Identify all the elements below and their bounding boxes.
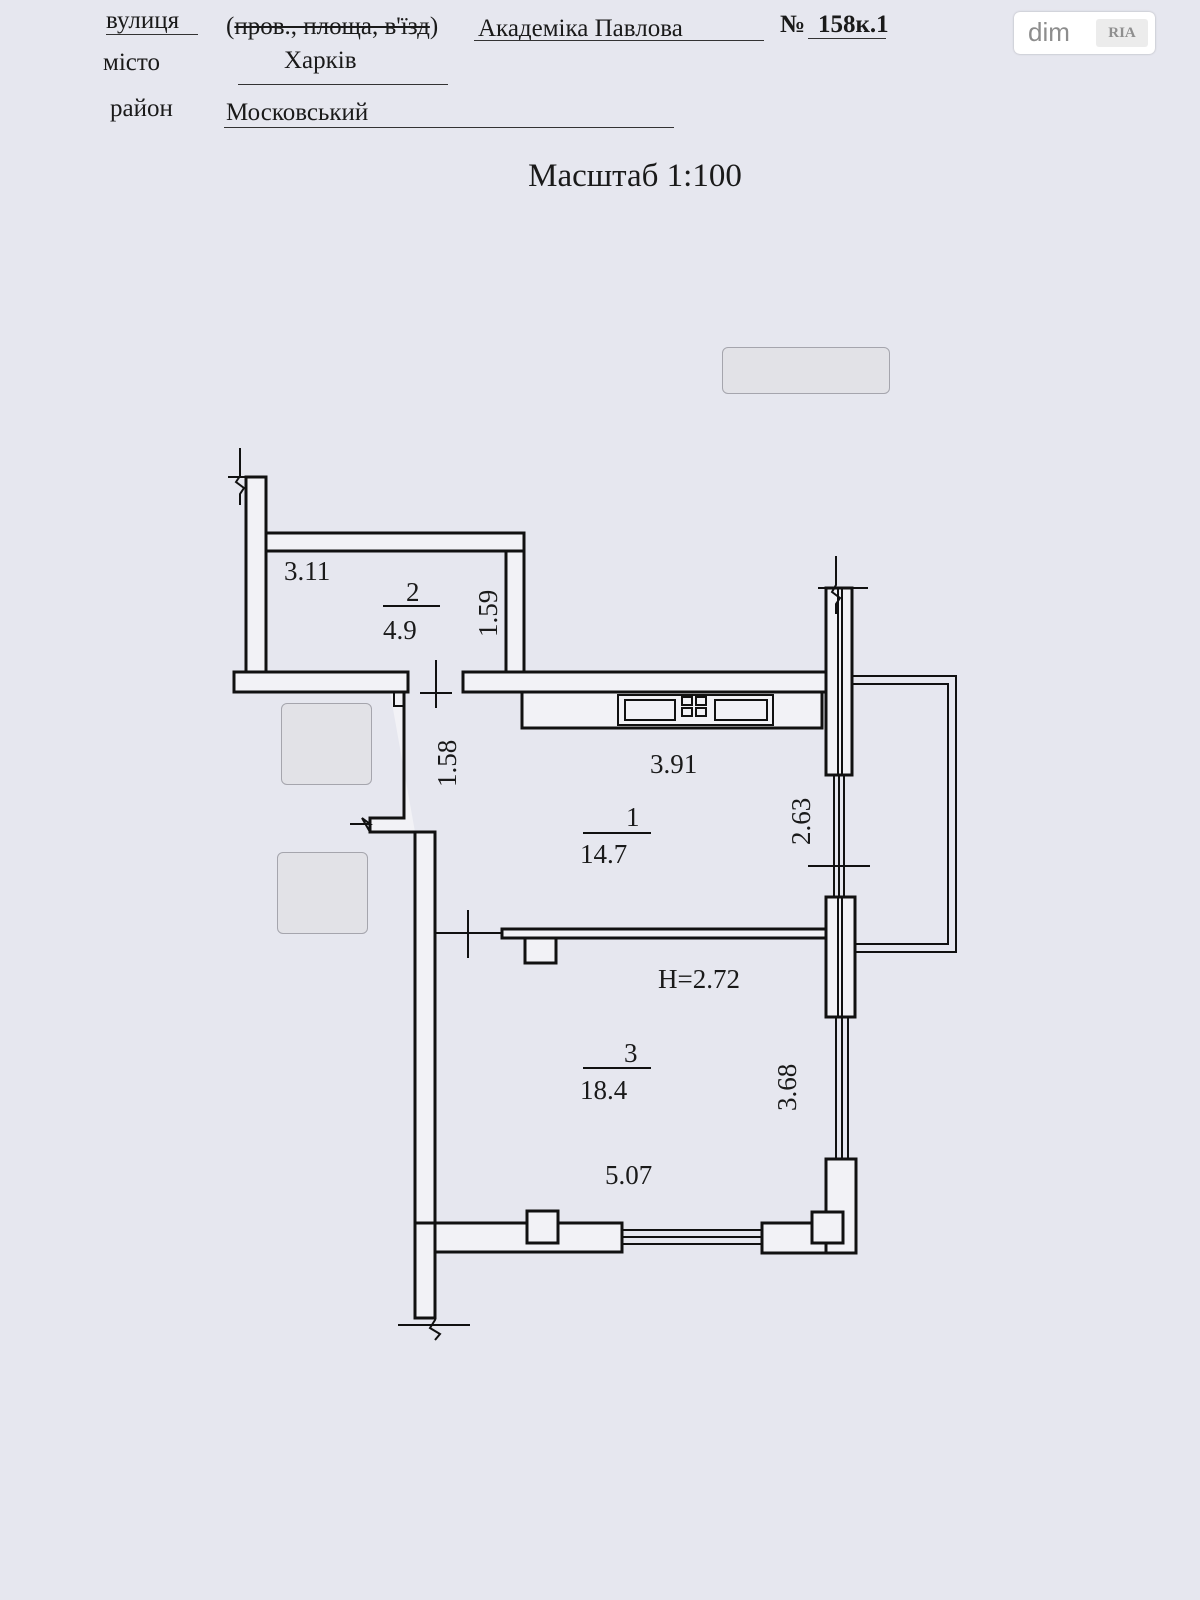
column-bottom-right	[810, 1210, 845, 1245]
room2-number: 2	[406, 577, 420, 607]
break-mark	[398, 1300, 470, 1341]
watermark-ria-logo: RIA	[1096, 19, 1148, 47]
number-value: 158к.1	[818, 11, 889, 38]
kitchen-counter	[520, 690, 824, 730]
wall-middle-horizontal	[461, 670, 828, 694]
stove-burner-left	[624, 699, 676, 721]
balcony-inner	[852, 683, 949, 945]
room3-number: 3	[624, 1038, 638, 1068]
room3-area: 18.4	[580, 1075, 628, 1105]
stove-knob	[695, 707, 707, 717]
wall-room2-left	[244, 475, 268, 677]
wall-room2-right	[504, 549, 526, 674]
room2-width: 3.11	[284, 556, 330, 586]
stove	[617, 694, 774, 726]
watermark-dim-text: dim	[1028, 17, 1070, 47]
stove-knob	[681, 696, 693, 706]
room1-depth: 2.63	[786, 798, 816, 845]
corridor-width: 1.58	[432, 740, 462, 787]
walls	[232, 475, 858, 1320]
wall-room2-top	[264, 531, 526, 553]
room2-area: 4.9	[383, 615, 417, 645]
street-alt-suffix: )	[429, 13, 439, 40]
column-partition	[523, 936, 558, 965]
room1-width: 3.91	[650, 749, 697, 779]
district-value: Московський	[226, 99, 369, 126]
city-value: Харків	[284, 47, 357, 74]
wall-left-stub	[232, 670, 410, 694]
city-label: місто	[103, 49, 160, 76]
stove-knob	[681, 707, 693, 717]
plan-lines	[228, 448, 957, 1341]
street-value: Академіка Павлова	[478, 15, 683, 42]
street-alt-prefix: (	[226, 13, 235, 40]
scale-title: Масштаб 1:100	[528, 158, 742, 194]
number-label: №	[780, 11, 806, 38]
door-jamb	[393, 691, 405, 707]
break-mark	[818, 556, 868, 614]
room3-width: 5.07	[605, 1160, 652, 1190]
district-label: район	[110, 95, 173, 122]
wall-right-middle	[824, 895, 857, 1019]
column-bottom-left	[525, 1209, 560, 1245]
street-label-underline	[106, 34, 198, 35]
dim-ria-watermark: dim RIA	[1014, 12, 1155, 54]
room3-depth: 3.68	[772, 1064, 802, 1111]
ceiling-height: H=2.72	[658, 964, 740, 994]
break-mark	[228, 448, 246, 505]
stove-knob	[695, 696, 707, 706]
wall-partition	[500, 927, 828, 940]
room1-number: 1	[626, 802, 640, 832]
street-label: вулиця	[106, 7, 180, 34]
redacted-box	[281, 703, 372, 785]
city-underline	[238, 84, 448, 85]
street-underline	[474, 40, 764, 41]
room2-depth: 1.59	[473, 590, 503, 637]
street-type-alternatives: (пров., площа, в'їзд)	[226, 12, 438, 42]
break-mark	[350, 817, 373, 833]
district-underline	[224, 127, 674, 128]
room1-area: 14.7	[580, 839, 627, 869]
redacted-box	[277, 852, 368, 934]
stove-burner-right	[714, 699, 768, 721]
street-alt-struck: пров., площа, в'їзд	[234, 13, 430, 40]
number-underline	[808, 38, 886, 39]
redacted-box	[722, 347, 890, 394]
wall-left-long	[413, 830, 437, 1225]
balcony-outline	[852, 675, 957, 953]
